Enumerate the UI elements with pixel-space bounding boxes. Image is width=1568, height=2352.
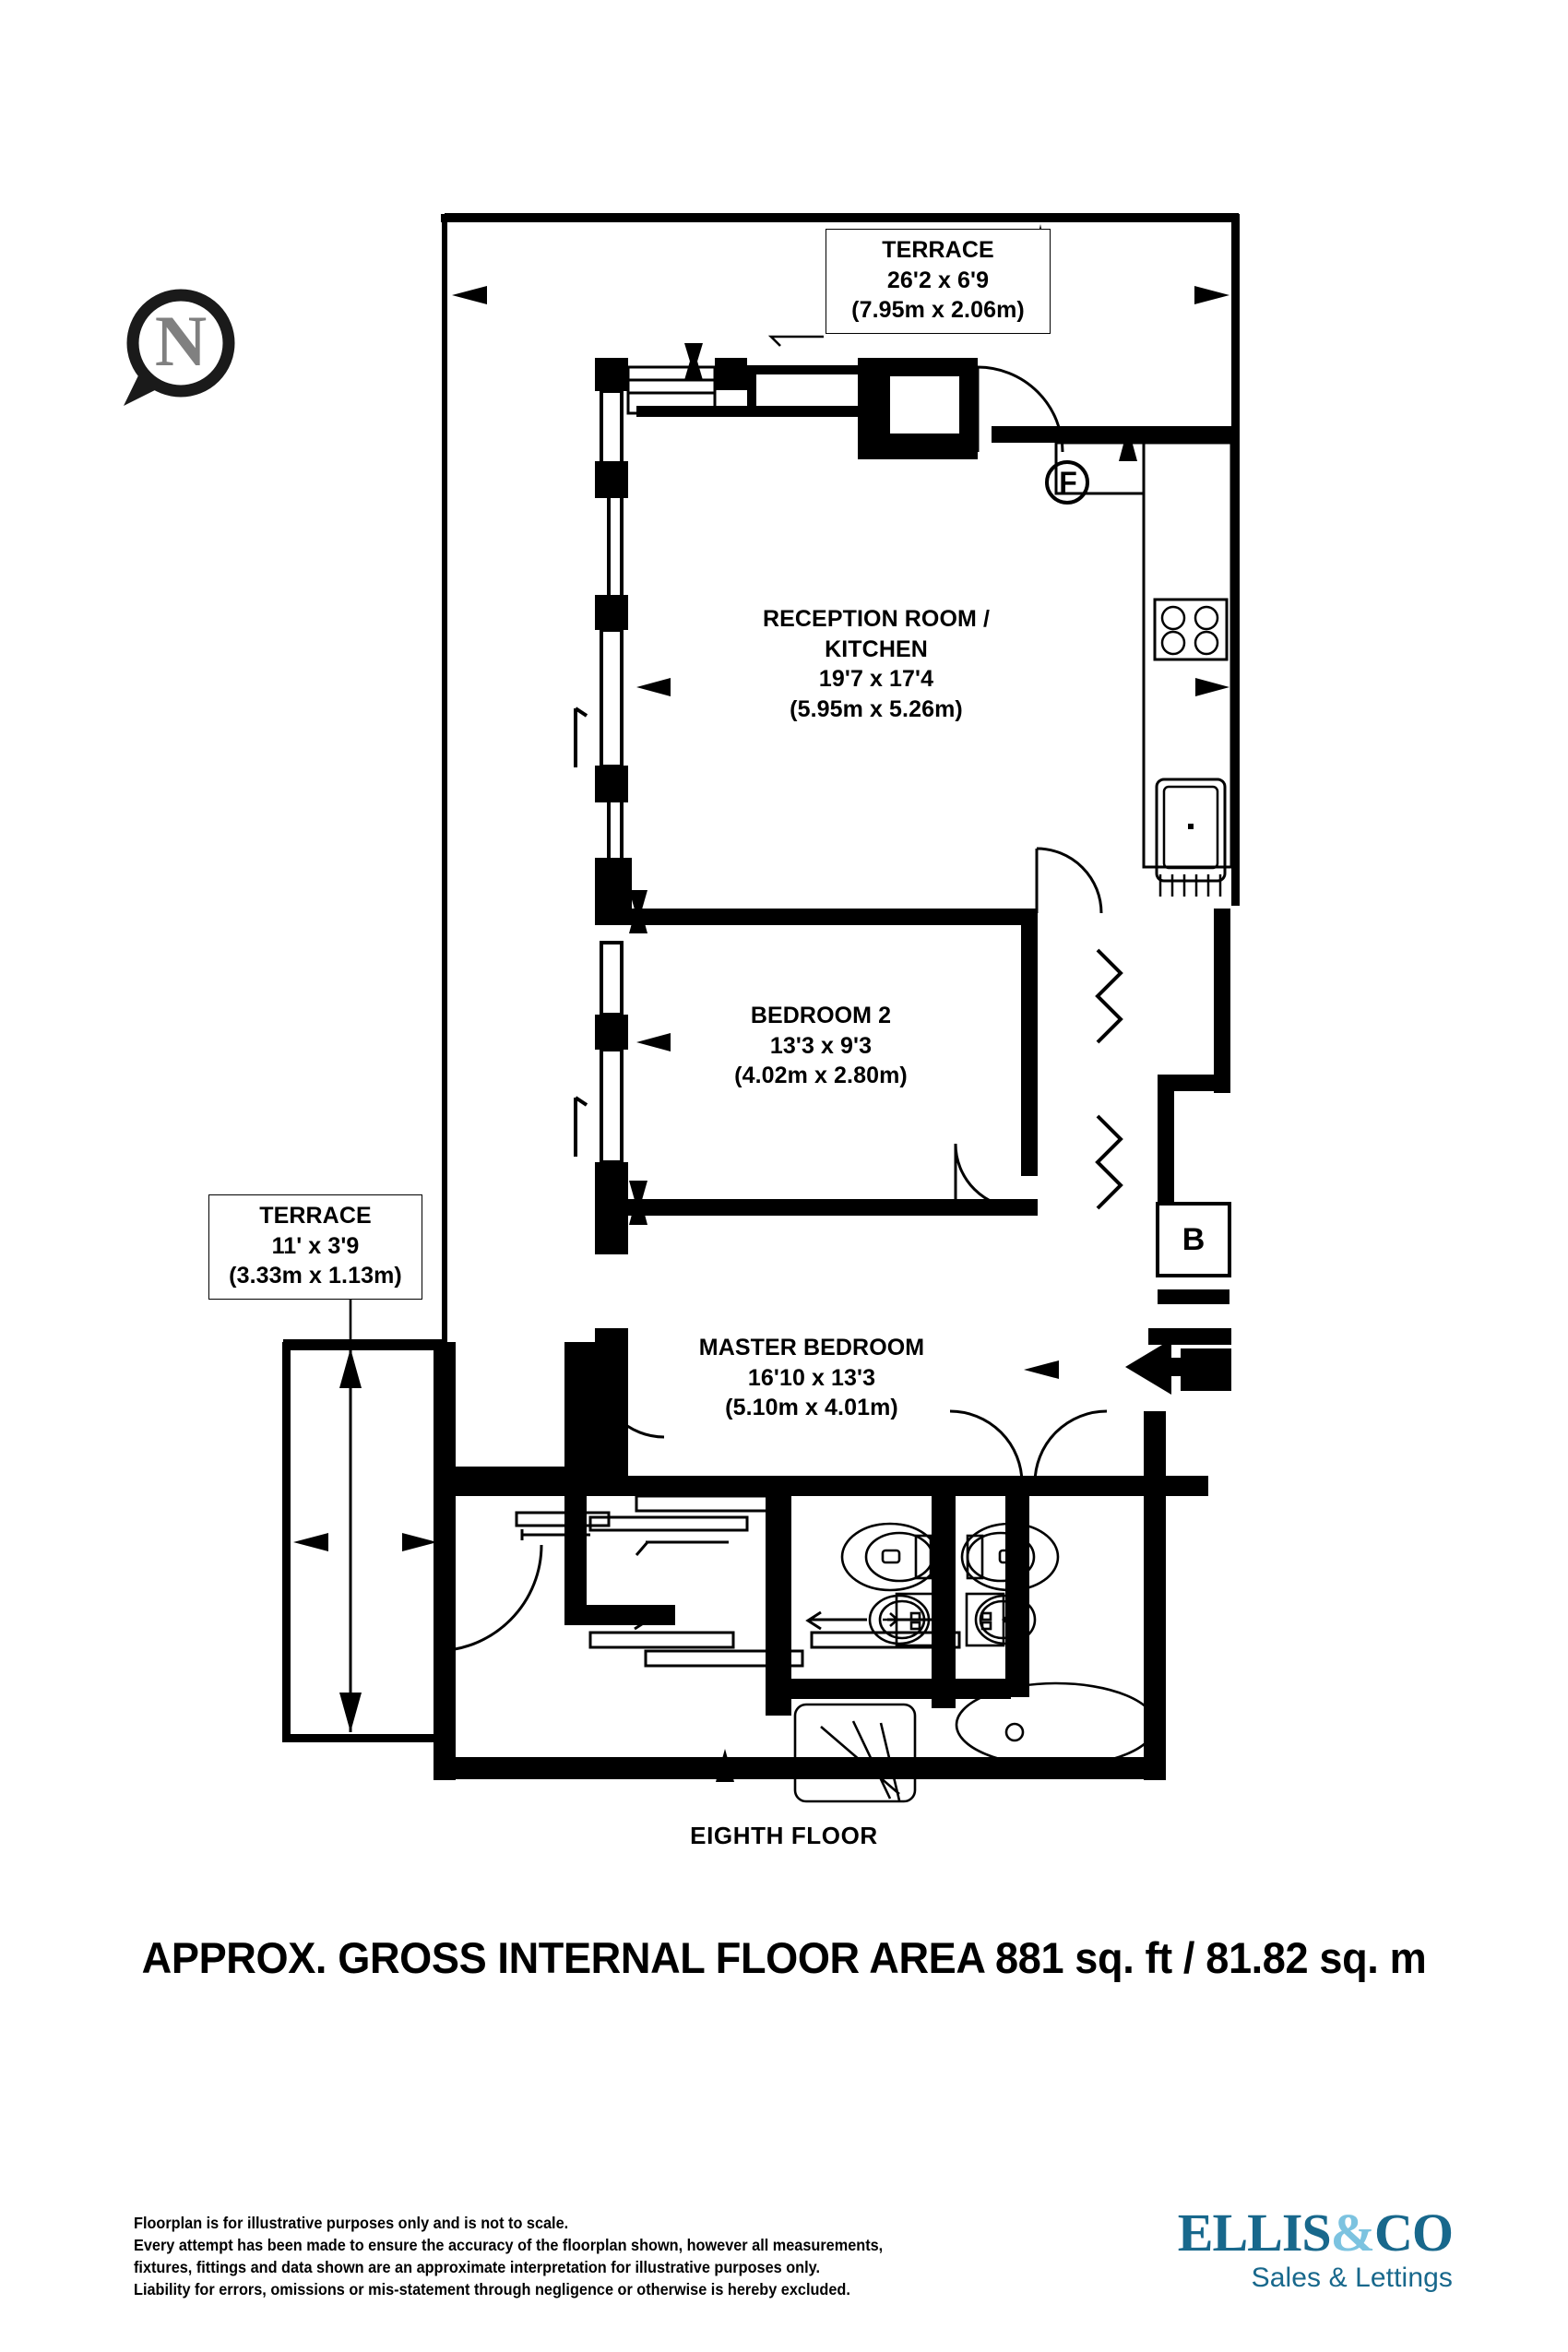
- room-dimensions-imperial: 26'2 x 6'9: [886, 267, 990, 293]
- room-name: TERRACE: [882, 237, 994, 263]
- room-label-terrace-top: TERRACE 26'2 x 6'9 (7.95m x 2.06m): [826, 229, 1051, 334]
- boiler-marker-icon: [1156, 1202, 1231, 1277]
- room-name: BEDROOM 2: [750, 1003, 892, 1028]
- footer: Floorplan is for illustrative purposes o…: [0, 2204, 1568, 2352]
- disclaimer-text: Floorplan is for illustrative purposes o…: [134, 2212, 992, 2301]
- room-dimensions-metric: (5.95m x 5.26m): [790, 695, 963, 722]
- bath-icon: [955, 1681, 1158, 1768]
- disclaimer-line: Floorplan is for illustrative purposes o…: [134, 2214, 569, 2232]
- room-dimensions-imperial: 11' x 3'9: [271, 1232, 360, 1259]
- hob-icon: [1153, 598, 1229, 661]
- logo-part2: CO: [1374, 2203, 1454, 2263]
- logo-tagline: Sales & Lettings: [1251, 2263, 1453, 2293]
- bathroom-fixtures: [793, 1522, 1158, 1803]
- room-dimensions-metric: (7.95m x 2.06m): [851, 297, 1025, 323]
- disclaimer-line: fixtures, fittings and data shown are an…: [134, 2258, 820, 2277]
- room-label-bedroom-2: BEDROOM 2 13'3 x 9'3 (4.02m x 2.80m): [687, 1001, 955, 1091]
- room-dimensions-metric: (4.02m x 2.80m): [734, 1063, 908, 1088]
- room-dimensions-imperial: 13'3 x 9'3: [769, 1032, 873, 1059]
- room-label-reception-kitchen: RECEPTION ROOM / KITCHEN 19'7 x 17'4 (5.…: [729, 604, 1024, 724]
- wc-icon: [960, 1522, 1060, 1592]
- room-name: MASTER BEDROOM: [698, 1335, 925, 1360]
- floor-caption: EIGHTH FLOOR: [690, 1822, 878, 1849]
- entrance-arrow-icon: [1125, 1339, 1227, 1395]
- basin-icon: [965, 1592, 1037, 1647]
- fridge-marker-label: F: [1059, 466, 1077, 499]
- boiler-marker-label: B: [1182, 1222, 1206, 1257]
- shower-icon: [793, 1703, 917, 1803]
- room-name-line1: RECEPTION ROOM /: [762, 606, 991, 632]
- outer-outline: [442, 213, 1239, 1342]
- wardrobe-doors: [1095, 948, 1123, 1210]
- compass-rose: N: [109, 277, 247, 415]
- fridge-marker-icon: [1045, 460, 1089, 505]
- gross-internal-area-headline: APPROX. GROSS INTERNAL FLOOR AREA 881 sq…: [141, 1933, 1427, 1982]
- basin-icon: [868, 1592, 935, 1647]
- sink-icon: [1155, 778, 1227, 897]
- disclaimer-line: Liability for errors, omissions or mis-s…: [134, 2280, 850, 2299]
- room-label-master-bedroom: MASTER BEDROOM 16'10 x 13'3 (5.10m x 4.0…: [664, 1333, 959, 1423]
- floorplan-drawing: [282, 213, 1240, 1803]
- room-dimensions-imperial: 19'7 x 17'4: [818, 666, 934, 692]
- structural-walls: [282, 214, 1240, 1780]
- compass-north-letter: N: [155, 301, 207, 381]
- logo-wordmark: ELLIS&CO: [1084, 2203, 1454, 2263]
- room-dimensions-metric: (3.33m x 1.13m): [229, 1263, 402, 1289]
- floorplan-svg: [282, 213, 1240, 1803]
- agency-logo: ELLIS&CO Sales & Lettings: [1084, 2203, 1454, 2295]
- disclaimer-line: Every attempt has been made to ensure th…: [134, 2236, 884, 2255]
- room-dimensions-metric: (5.10m x 4.01m): [725, 1395, 898, 1420]
- room-name: TERRACE: [259, 1203, 372, 1229]
- room-label-terrace-left: TERRACE 11' x 3'9 (3.33m x 1.13m): [208, 1194, 422, 1300]
- room-dimensions-imperial: 16'10 x 13'3: [747, 1364, 876, 1391]
- glazing-lines: [515, 1494, 961, 1668]
- door-swings: [434, 365, 1108, 1653]
- room-name-line2: KITCHEN: [825, 636, 928, 662]
- logo-part1: ELLIS: [1177, 2203, 1332, 2263]
- logo-ampersand: &: [1330, 2203, 1375, 2263]
- wc-icon: [840, 1522, 940, 1592]
- compass-icon: N: [124, 289, 235, 406]
